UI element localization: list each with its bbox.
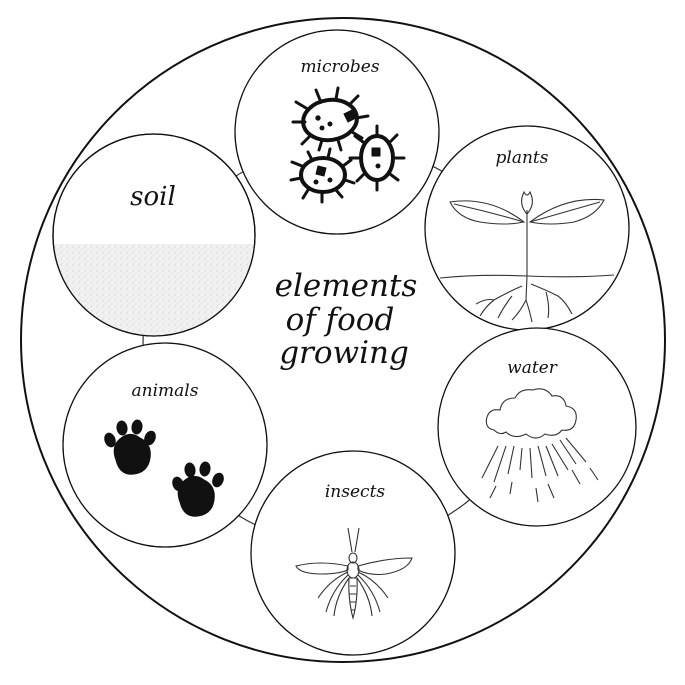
soil-node: soil <box>52 133 256 337</box>
soil-label: soil <box>130 182 176 212</box>
sprout-icon <box>439 190 615 323</box>
microbes-label: microbes <box>300 57 379 77</box>
rain-cloud-icon <box>481 388 599 503</box>
microbes-node: microbes <box>234 29 440 235</box>
paw-print-icon <box>104 419 156 475</box>
title-line-3: growing <box>279 335 409 371</box>
center-title: elements of food growing <box>275 268 418 371</box>
plants-label: plants <box>496 148 549 168</box>
plants-node: plants <box>424 125 630 331</box>
insects-label: insects <box>325 482 386 502</box>
paw-print-icon <box>172 461 224 517</box>
animals-label: animals <box>132 381 199 401</box>
title-line-1: elements <box>275 268 418 304</box>
title-line-2: of food <box>286 302 395 338</box>
paw-prints-icon <box>104 419 224 517</box>
water-label: water <box>507 358 558 378</box>
mosquito-icon <box>295 527 413 621</box>
water-node: water <box>437 327 637 527</box>
microbes-icon <box>289 86 406 204</box>
insects-node: insects <box>250 450 456 656</box>
animals-node: animals <box>62 342 268 548</box>
